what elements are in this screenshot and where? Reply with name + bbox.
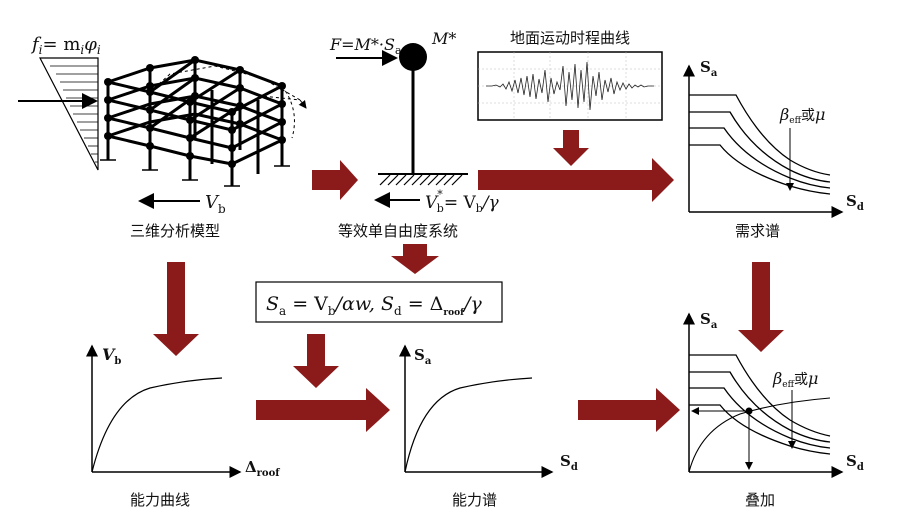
svg-text:F=M*·Sa: F=M*·Sa [329, 35, 402, 57]
svg-text:Sd: Sd [846, 192, 864, 213]
flow-arrow-sdof-to-formula [391, 244, 439, 274]
flow-arrow-ground-motion [553, 130, 589, 166]
svg-text:Δroof: Δroof [245, 458, 280, 479]
capacity-curve-plot: Vb Δroof 能力曲线 [86, 344, 280, 509]
svg-text:Sa: Sa [700, 58, 718, 79]
flow-arrow-model-to-sdof [312, 160, 358, 200]
spectrum-caption: 能力谱 [452, 491, 497, 509]
sdof-system: F=M*·Sa M* V*b= Vb/γ 等效单自由度系统 [329, 29, 500, 240]
lumped-mass [399, 43, 427, 71]
flow-arrow-spectrum-to-overlay [578, 388, 680, 432]
svg-text:βeff或μ: βeff或μ [772, 369, 818, 390]
flow-arrow-to-demand [478, 158, 674, 202]
conversion-formula-box: Sa = Vb/αw, Sd = Δroof/γ [255, 281, 503, 323]
overlay-plot: Sa Sd βeff或μ 叠加 [683, 310, 864, 509]
sdof-caption: 等效单自由度系统 [338, 222, 458, 240]
svg-text:Sa: Sa [414, 346, 432, 367]
flow-arrow-demand-to-overlay [738, 262, 784, 352]
svg-text:Sa: Sa [700, 310, 718, 331]
ground-motion-title: 地面运动时程曲线 [510, 29, 630, 47]
flow-arrow-formula-to-spectrum [293, 334, 339, 388]
svg-text:βeff或μ: βeff或μ [779, 105, 825, 126]
model-caption: 三维分析模型 [130, 222, 220, 240]
overlay-caption: 叠加 [745, 491, 775, 509]
flow-arrow-capacity-to-spectrum [256, 388, 390, 432]
svg-text:V*b= Vb/γ: V*b= Vb/γ [425, 188, 500, 215]
svg-text:Sd: Sd [846, 452, 864, 473]
svg-text:Vb: Vb [102, 345, 121, 367]
frame-3d-model [100, 56, 307, 187]
load-distribution: fi= miφi [18, 34, 101, 171]
capacity-caption: 能力曲线 [130, 491, 190, 509]
svg-text:Vb: Vb [205, 192, 226, 216]
ground-motion-record: 地面运动时程曲线 [477, 29, 663, 121]
mass-label: M* [431, 29, 456, 48]
demand-spectrum-plot: Sa Sd βeff或μ 需求谱 [683, 58, 864, 240]
svg-text:Sa = Vb/αw, Sd = Δroof/γ: Sa = Vb/αw, Sd = Δroof/γ [266, 293, 482, 318]
svg-text:fi= miφi: fi= miφi [30, 34, 101, 57]
flow-arrow-model-to-capacity [153, 262, 199, 356]
svg-text:Sd: Sd [560, 452, 578, 473]
demand-caption: 需求谱 [735, 222, 780, 240]
capacity-spectrum-plot: Sa Sd 能力谱 [399, 344, 578, 509]
base-shear-arrow: Vb [138, 192, 226, 216]
